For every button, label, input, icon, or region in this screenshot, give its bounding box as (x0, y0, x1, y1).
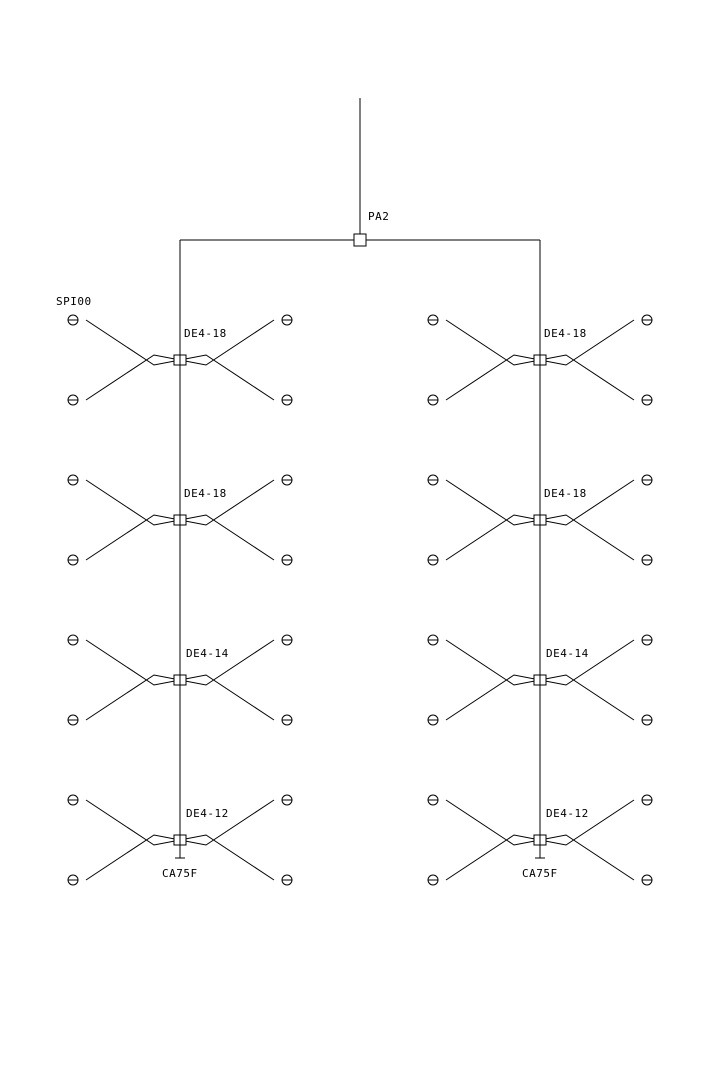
outlet-hose (179, 354, 275, 401)
outlet-hose (85, 639, 181, 686)
tee-label: DE4-18 (184, 327, 227, 340)
outlet-hose (445, 674, 541, 721)
outlet-hose (179, 674, 275, 721)
outlet-hose (539, 514, 635, 561)
outlet-hose (85, 319, 181, 366)
outlet-hose (445, 479, 541, 526)
outlet-hose (539, 319, 635, 366)
main-junction (353, 233, 367, 247)
outlet-hose (445, 354, 541, 401)
outlet-hose (85, 354, 181, 401)
outlet-hose (85, 479, 181, 526)
outlet-hose (445, 639, 541, 686)
outlet-hose (85, 514, 181, 561)
junction-label: PA2 (368, 210, 389, 223)
outlet-hose (179, 479, 275, 526)
tee-label: DE4-12 (546, 807, 589, 820)
outlet-hose (85, 834, 181, 881)
outlet-hose (539, 799, 635, 846)
outlet-hose (179, 639, 275, 686)
tee-label: DE4-18 (184, 487, 227, 500)
outlet-hose (445, 799, 541, 846)
tee-label: DE4-18 (544, 327, 587, 340)
outlet-hose (539, 479, 635, 526)
outlet-hose (179, 799, 275, 846)
outlet-hose (85, 799, 181, 846)
outlet-hose (539, 639, 635, 686)
outlet-hose (179, 834, 275, 881)
tee-label: DE4-14 (546, 647, 589, 660)
outlet-hose (445, 319, 541, 366)
outlet-hose (179, 319, 275, 366)
end-cap-label: CA75F (162, 867, 198, 880)
tee-label: DE4-12 (186, 807, 229, 820)
outlet-hose (539, 674, 635, 721)
outlet-hose (445, 834, 541, 881)
end-cap-label: CA75F (522, 867, 558, 880)
outlet-hose (85, 674, 181, 721)
tee-label: DE4-18 (544, 487, 587, 500)
outlet-hose (539, 834, 635, 881)
outlet-hose (445, 514, 541, 561)
outlet-hose (539, 354, 635, 401)
outlet-hose (179, 514, 275, 561)
tee-label: DE4-14 (186, 647, 229, 660)
outlet-label: SPI00 (56, 295, 92, 308)
